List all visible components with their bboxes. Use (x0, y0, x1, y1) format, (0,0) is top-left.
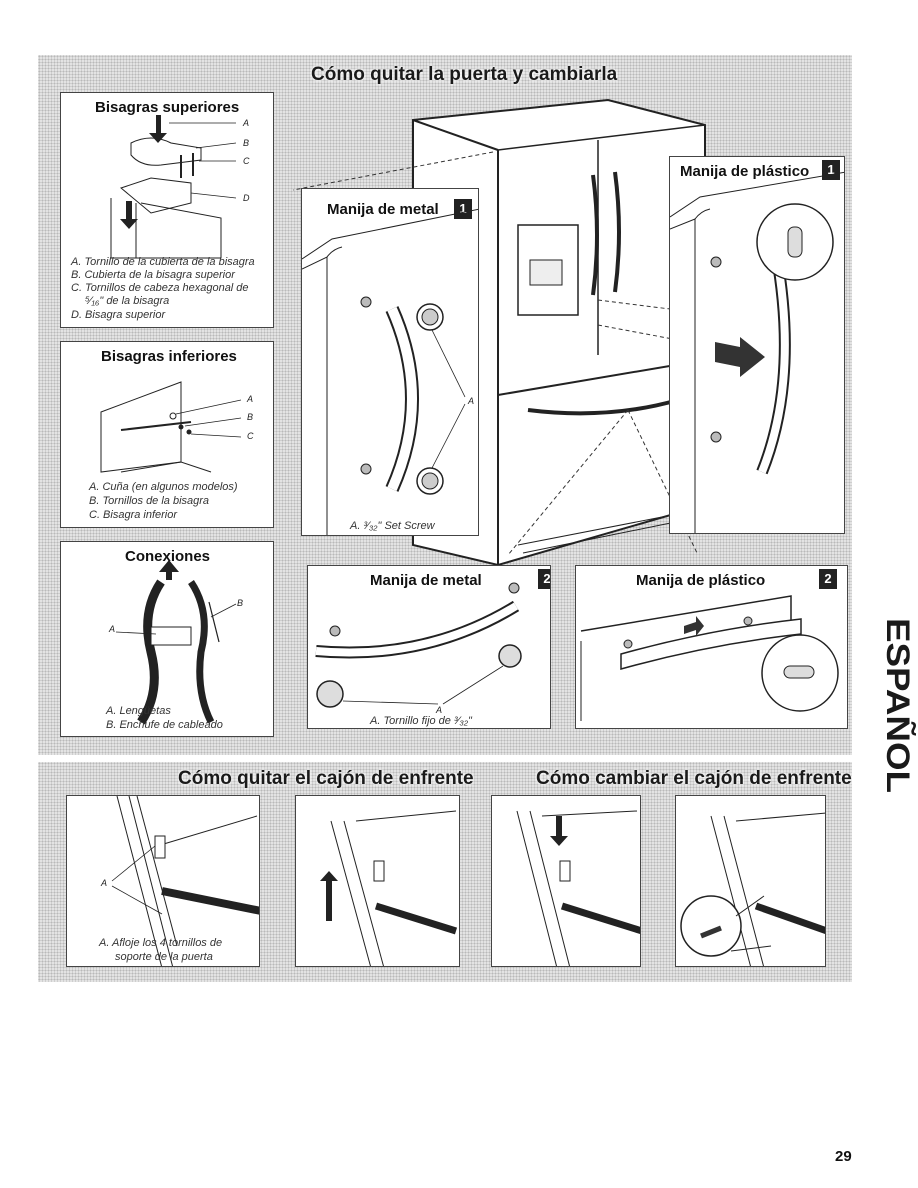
caption-b: B. Cubierta de la bisagra superior (71, 269, 235, 281)
plastic-handle-step-1: Manija de plástico 1 (669, 156, 845, 534)
label-b: B (247, 412, 254, 422)
caption-b: B. Tornillos de la bisagra (89, 495, 210, 507)
connections-box: Conexiones A B A. Lengüetas B. Enchufe d… (60, 541, 274, 737)
drawer-remove-step-2 (295, 795, 460, 967)
bottom-hinges-title: Bisagras inferiores (101, 348, 237, 365)
drawer-replace-step-1 (491, 795, 641, 967)
plastic-handle-2-title: Manija de plástico (636, 572, 766, 589)
caption-line-1: A. Afloje los 4 tornillos de (99, 937, 223, 949)
caption-d: D. Bisagra superior (71, 309, 166, 321)
caption-a: A. Tornillo de la cubierta de la bisagra (71, 256, 255, 268)
bottom-hinge-diagram (100, 381, 242, 473)
drawer-remove-title: Cómo quitar el cajón de enfrente (178, 768, 474, 789)
plastic-handle-step-2: Manija de plástico 2 (575, 565, 848, 729)
drawer-panel: Cómo quitar el cajón de enfrente Cómo ca… (38, 762, 852, 982)
caption-a: A. ³⁄₃₂" Set Screw (350, 520, 435, 532)
caption-c: C. Tornillos de cabeza hexagonal de (71, 282, 249, 294)
label-a: A (468, 396, 475, 406)
label-a: A (247, 394, 254, 404)
drawer-replace-title: Cómo cambiar el cajón de enfrente (536, 768, 852, 789)
label-a: A (436, 705, 443, 715)
language-tab-text: ESPAÑOL (880, 618, 916, 793)
connections-diagram (115, 560, 237, 725)
top-hinges-box: Bisagras superiores A B C D A. Tornillo … (60, 92, 274, 328)
step-badge: 2 (819, 569, 837, 589)
step-badge: 2 (538, 569, 550, 589)
drawer-replace-step-2 (675, 795, 826, 967)
drawer-step-diagram (680, 812, 825, 966)
label-a: A (109, 624, 116, 634)
drawer-remove-step-1: A A. Afloje los 4 tornillos de soporte d… (66, 795, 260, 967)
drawer-step-diagram (516, 810, 640, 966)
top-hinge-diagram (110, 115, 237, 259)
page-number: 29 (835, 1148, 852, 1165)
step-badge: 1 (454, 199, 472, 219)
metal-handle-step-2: Manija de metal 2 A A. Tornillo fijo de … (307, 565, 551, 729)
caption-a: A. Tornillo fijo de ³⁄₃₂" (370, 715, 472, 727)
label-a: A (243, 118, 250, 128)
label-d: D (243, 193, 250, 203)
caption-b: B. Enchufe de cableado (106, 719, 223, 731)
door-removal-panel: Cómo quitar la puerta y cambiarla Bisagr… (38, 55, 852, 755)
main-title: Cómo quitar la puerta y cambiarla (311, 64, 618, 85)
metal-handle-diagram (302, 208, 478, 535)
drawer-step-diagram (320, 810, 458, 966)
label-b: B (237, 598, 244, 608)
caption-line-2: soporte de la puerta (115, 951, 213, 963)
caption-a: A. Cuña (en algunos modelos) (89, 481, 238, 493)
caption-c: C. Bisagra inferior (89, 509, 178, 521)
label-b: B (243, 138, 250, 148)
language-tab: ESPAÑOL (880, 618, 916, 793)
top-hinges-title: Bisagras superiores (95, 99, 240, 116)
metal-handle-2-diagram (315, 582, 522, 708)
label-c: C (247, 431, 254, 441)
metal-handle-2-title: Manija de metal (370, 572, 482, 589)
plastic-handle-diagram (670, 171, 844, 533)
metal-handle-step-1: Manija de metal 1 A A. ³⁄₃₂" Set Screw (301, 188, 479, 536)
connections-title: Conexiones (125, 548, 211, 565)
metal-handle-1-title: Manija de metal (327, 201, 439, 218)
label-c: C (243, 156, 250, 166)
caption-c-cont: ⁵⁄₁₆" de la bisagra (85, 295, 170, 307)
plastic-handle-2-diagram (580, 595, 839, 721)
caption-a: A. Lengüetas (106, 705, 171, 717)
bottom-hinges-box: Bisagras inferiores A B C A. Cuña (en al… (60, 341, 274, 528)
label-a: A (101, 878, 108, 888)
drawer-step-diagram (111, 796, 259, 966)
plastic-handle-1-title: Manija de plástico (680, 163, 810, 180)
